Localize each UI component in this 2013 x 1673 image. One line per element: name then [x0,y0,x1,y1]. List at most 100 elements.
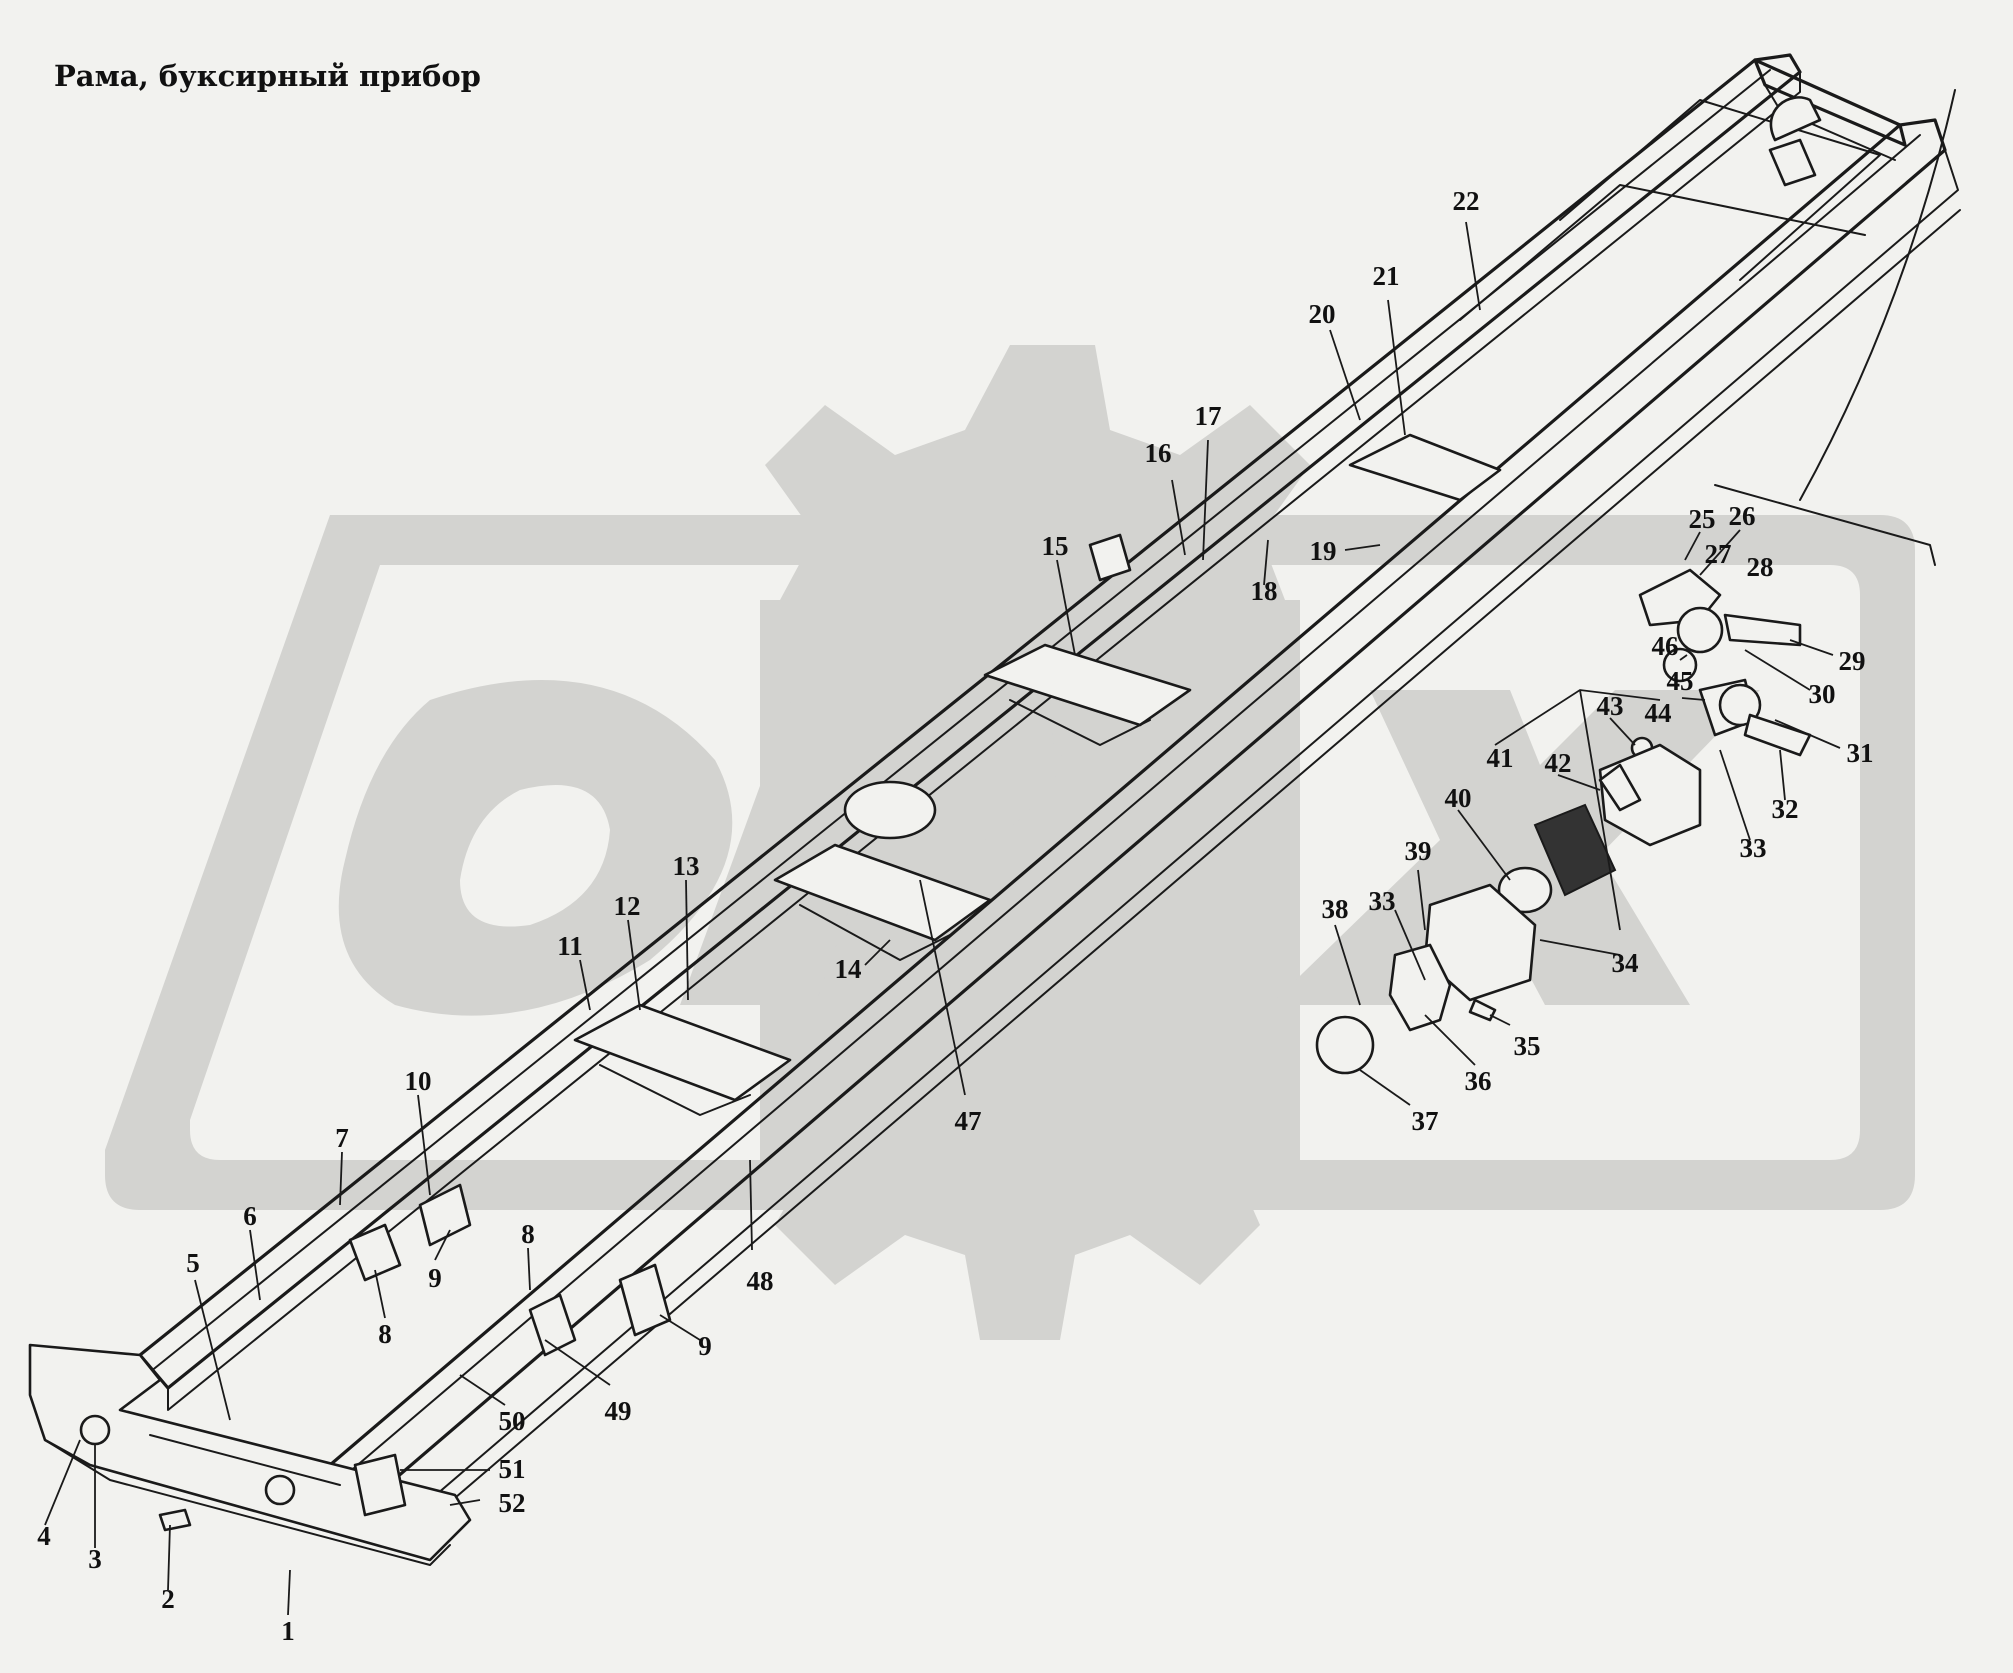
leader-39 [1417,869,1426,931]
callout: 52 [499,1488,526,1518]
callout: 48 [747,1266,774,1296]
rear-braces [1559,99,1881,281]
spring-bracket-9-right [618,1263,672,1337]
leader-31 [1774,719,1841,749]
callout: 29 [1839,646,1866,676]
watermark-logo-e [990,690,1290,1005]
callout: 5 [186,1248,200,1278]
callout: 31 [1847,738,1874,768]
leader-12 [627,919,641,1011]
leader-32 [1779,749,1786,801]
crossmember-12 [573,1003,792,1102]
leader-40 [1457,809,1511,881]
frame-drawing [28,53,1961,1566]
leader-22 [1465,221,1481,311]
bracket-51 [353,1453,407,1517]
callout-numbers: 1 2 3 4 5 6 7 8 8 9 9 10 11 12 13 14 15 … [37,186,1873,1646]
bracket-16-17 [1088,533,1132,582]
callout: 21 [1373,261,1400,291]
callout: 28 [1747,552,1774,582]
callout: 44 [1645,698,1672,728]
leader-9a [434,1229,451,1261]
leader-19 [1344,544,1381,551]
left-member-web [167,71,1801,1411]
callout: 4 [37,1521,51,1551]
crossmember-21 [1348,433,1502,502]
part-28 [1676,606,1724,654]
exploded-bracket-line [1714,484,1936,566]
leader-2 [167,1524,171,1591]
part-32 [1743,713,1812,757]
watermark-gear [760,345,1310,1340]
leader-21 [1387,299,1406,436]
part-42 [1598,763,1642,812]
crossmember-15-detail [1009,699,1151,746]
rear-hook [1769,96,1822,142]
callout: 45 [1667,666,1694,696]
callout: 18 [1251,576,1278,606]
leader-8b [527,1247,531,1291]
bracket-49 [528,1293,577,1357]
leader-47 [919,879,966,1096]
leader-6 [249,1229,261,1301]
rear-brace-2 [1459,184,1866,321]
callout: 10 [405,1066,432,1096]
leader-48 [749,1159,753,1251]
leader-49 [544,1339,611,1386]
callout: 41 [1487,743,1514,773]
callout: 15 [1042,531,1069,561]
tow-hook-right [264,1474,296,1506]
callout: 22 [1453,186,1480,216]
part-29 [1723,613,1802,647]
leader-41 [1494,689,1661,931]
callout: 3 [88,1544,102,1574]
crossmember-14 [773,843,992,942]
callout: 46 [1652,631,1679,661]
crossmember-15 [983,643,1192,727]
callout: 47 [955,1106,982,1136]
part-37-cap [1315,1015,1375,1075]
leader-5 [194,1279,231,1421]
callout: 16 [1145,438,1172,468]
callout: 2 [161,1584,175,1614]
callout: 19 [1310,536,1337,566]
leader-1 [287,1569,291,1616]
callout: 9 [698,1331,712,1361]
leader-20 [1329,329,1361,421]
watermark-logo-o [338,680,733,1016]
callout: 35 [1514,1031,1541,1061]
bumper-lower-edge [44,1439,451,1566]
bumper-bracket-2 [158,1508,192,1532]
part-33-housing [1598,743,1702,847]
callout: 51 [499,1454,526,1484]
leader-34 [1539,939,1621,956]
leader-52 [449,1499,481,1506]
towing-device-exploded [1315,89,1956,1075]
leader-13 [685,879,689,1001]
leader-9b [659,1314,701,1341]
callout: 25 [1689,504,1716,534]
part-46 [1662,647,1698,683]
callout: 33 [1740,833,1767,863]
callout: 43 [1597,691,1624,721]
bracket-10 [418,1183,472,1247]
callout: 6 [243,1201,257,1231]
leader-26 [1699,529,1741,576]
callout: 37 [1412,1106,1439,1136]
front-bumper [28,1343,472,1562]
leader-43 [1609,717,1636,746]
callout: 13 [673,851,700,881]
callout: 49 [605,1396,632,1426]
crossmember-12-detail [599,1064,751,1116]
part-40 [1497,866,1553,914]
leader-4 [44,1439,81,1526]
leader-38 [1334,924,1361,1006]
leader-46 [1679,654,1688,661]
callout: 8 [378,1319,392,1349]
part-36 [1388,943,1452,1032]
part-35 [1468,998,1497,1022]
callout: 1 [281,1616,295,1646]
leader-29 [1789,639,1834,656]
leader-14 [864,939,891,966]
